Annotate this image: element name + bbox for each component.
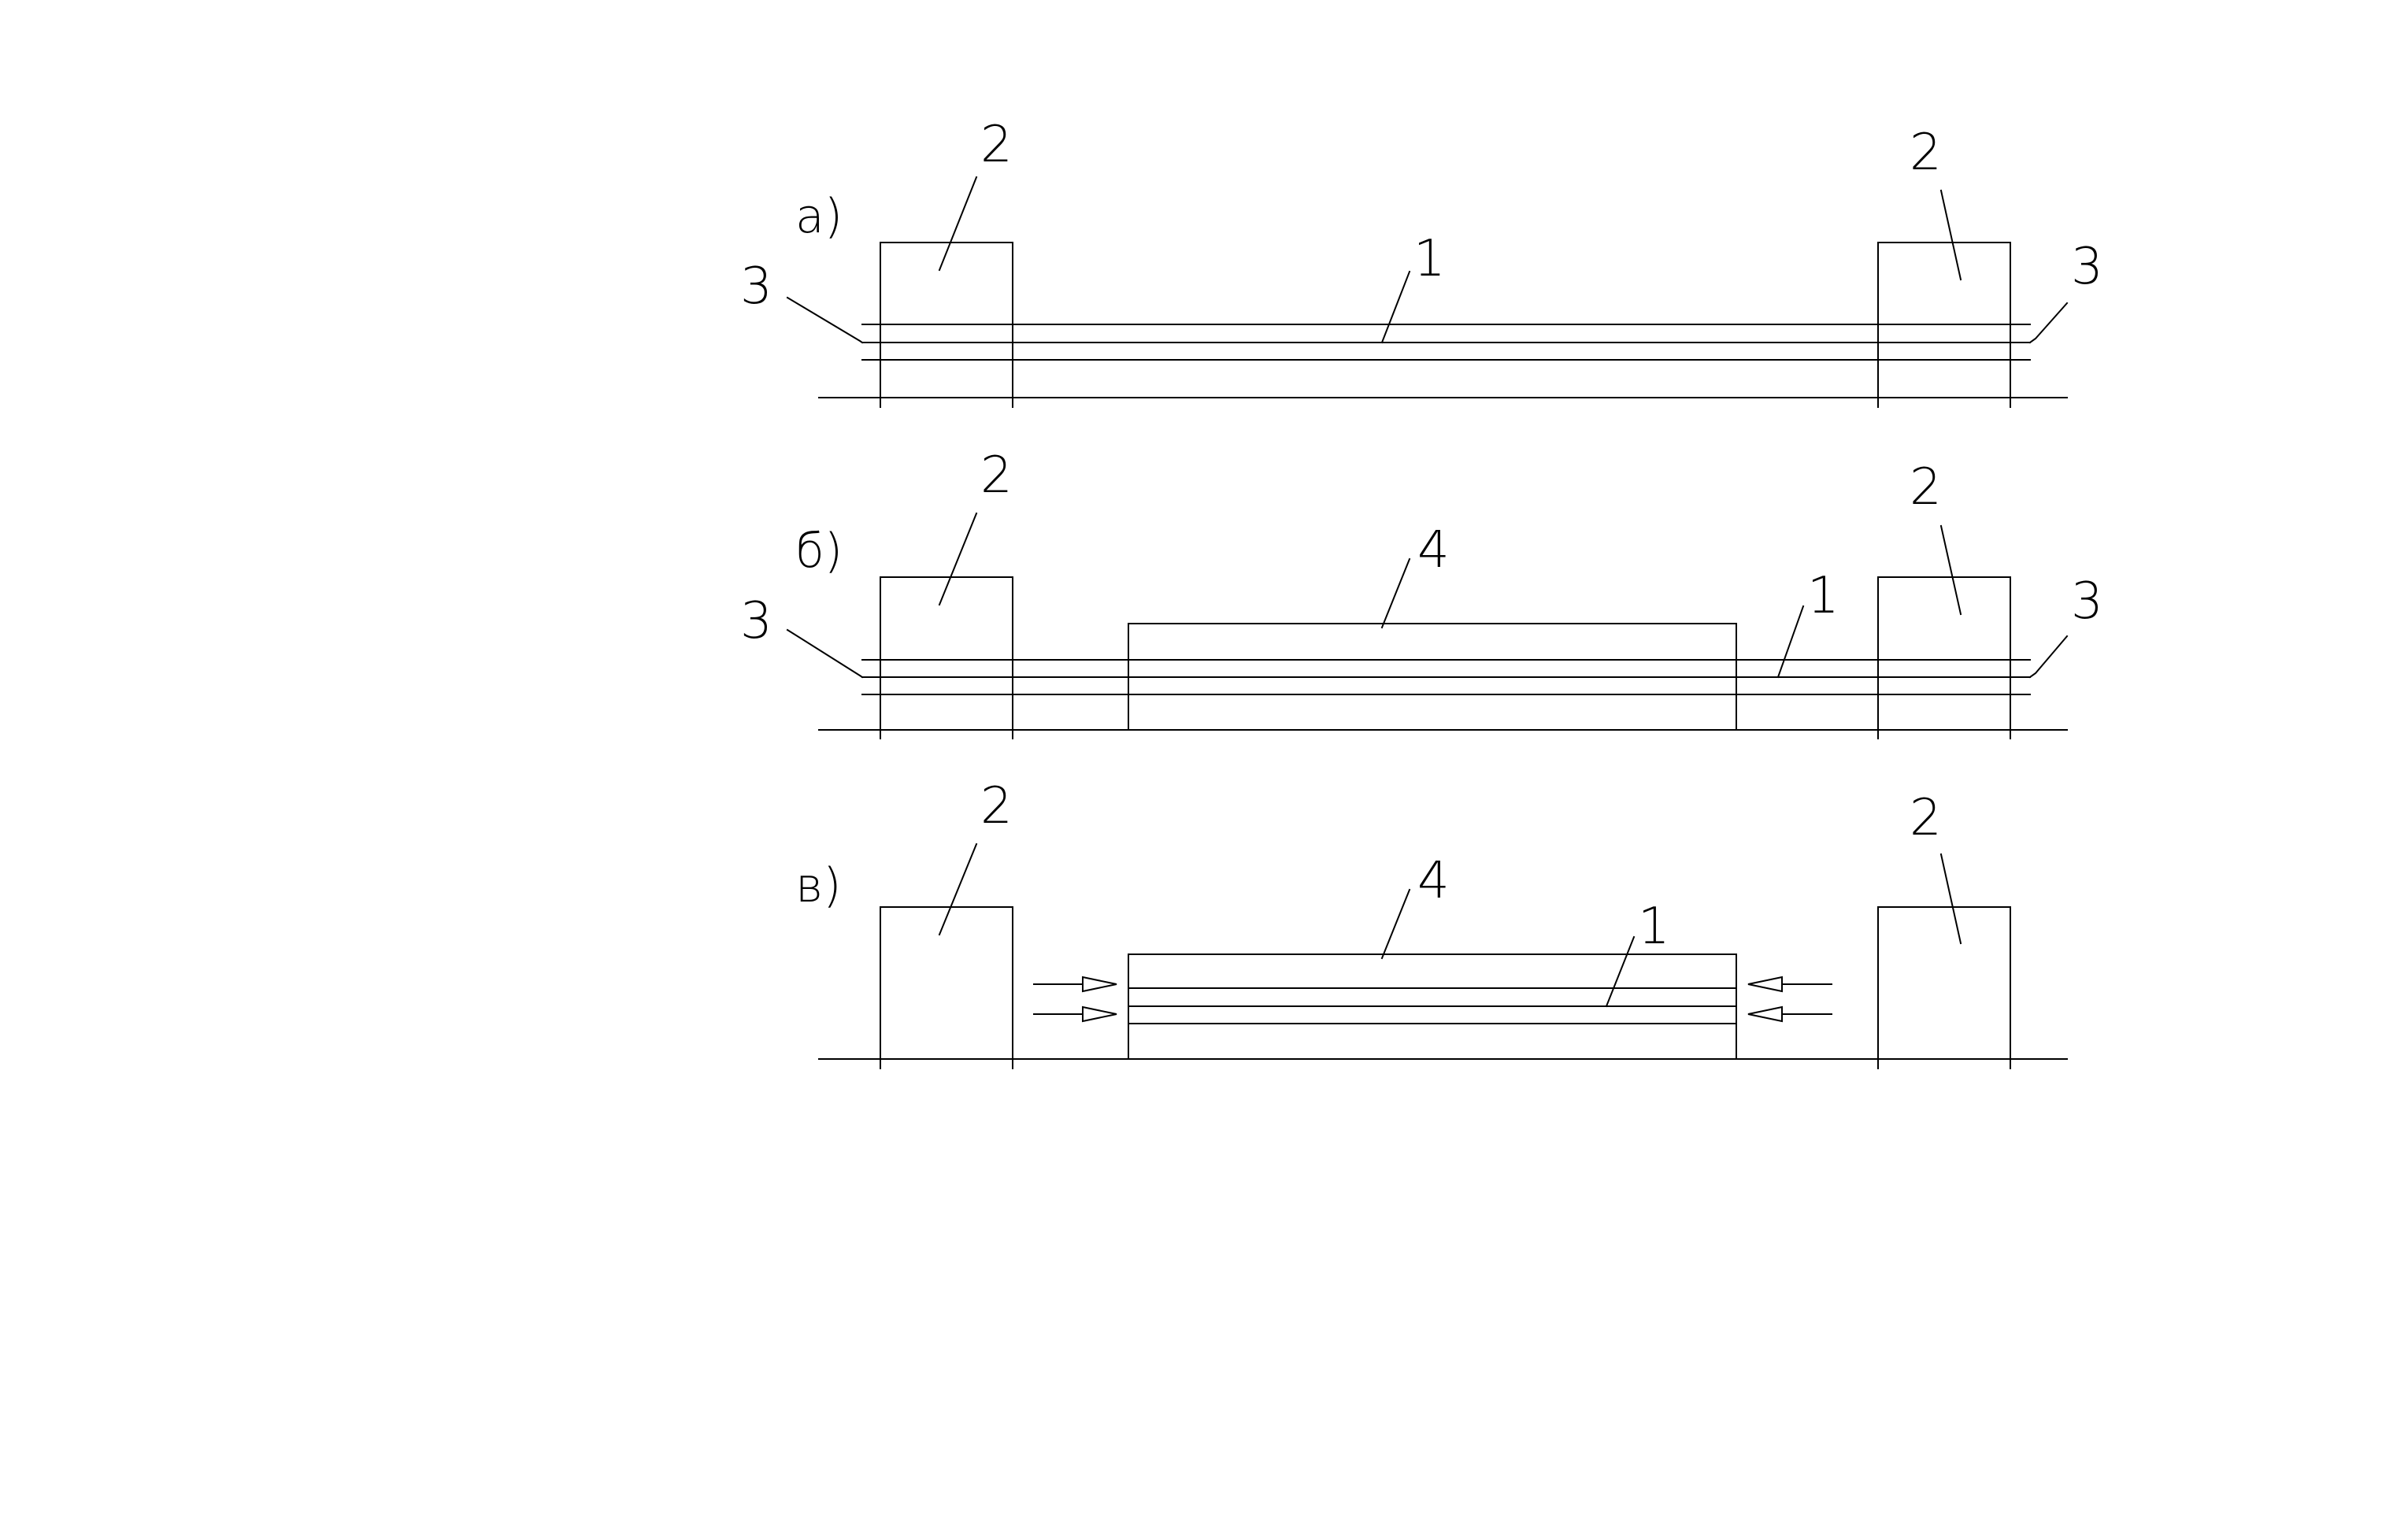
panel-b-leader-1 [1776,605,1805,679]
panel-v-block-left [880,906,1013,1069]
panel-a-callout-2-left: 2 [980,116,1013,174]
panel-a-leader-1 [1380,270,1411,344]
panel-b-leader-2-right [1939,524,1962,616]
panel-b-callout-2-right: 2 [1910,458,1942,517]
panel-v-leader-1 [1605,935,1636,1008]
panel-v-label: в) [795,858,842,913]
panel-v-callout-2-left: 2 [980,777,1013,835]
panel-a-leader-2-left [938,176,978,272]
panel-v: в) 2 2 [795,777,2068,1069]
panel-a-leader-2-right [1939,189,1962,281]
panel-v-leader-2-left [938,842,978,936]
panel-b-leader-3-left [786,628,864,679]
panel-b-callout-3-right: 3 [2071,572,2103,631]
arrow-right-icon [1033,1005,1117,1023]
panel-b-block-left [880,576,1013,739]
panel-v-block-right [1877,906,2011,1069]
panel-b-block-right [1877,576,2011,739]
panel-v-leader-2-right [1939,853,1962,945]
arrow-left-icon [1747,976,1832,993]
panel-b: б) 2 2 4 1 3 3 [740,446,2103,739]
panel-b-leader-2-left [938,512,978,606]
panel-b-leader-4 [1380,557,1411,629]
panel-a-callout-2-right: 2 [1910,124,1942,182]
panel-a-label: а) [795,189,843,244]
panel-a-callout-1: 1 [1413,230,1446,288]
panel-b-callout-3-left: 3 [740,592,772,650]
panel-v-callout-4: 4 [1417,852,1450,910]
panel-b-callout-2-left: 2 [980,446,1013,505]
panel-b-callout-1: 1 [1807,567,1839,625]
arrow-left-icon [1747,1005,1832,1023]
panel-v-callout-1: 1 [1638,898,1670,956]
panel-a: а) 2 2 1 3 3 [740,116,2103,408]
panel-b-callout-4: 4 [1417,521,1450,580]
arrow-right-icon [1033,976,1117,993]
panel-b-label: б) [795,524,843,579]
panel-a-leader-3-left [786,296,864,344]
panel-a-callout-3-right: 3 [2071,238,2103,296]
panel-a-callout-3-left: 3 [740,257,772,316]
panel-v-callout-2-right: 2 [1910,789,1942,847]
panel-b-leader-3-right [2028,635,2069,679]
panel-v-leader-4 [1380,888,1411,960]
panel-a-leader-3-right [2028,302,2069,344]
